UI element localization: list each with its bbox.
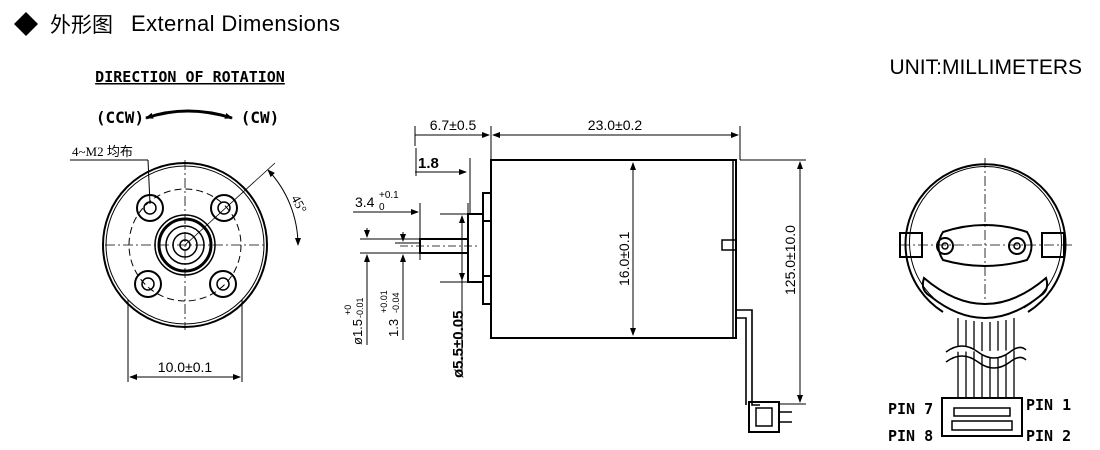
rotation-title: DIRECTION OF ROTATION <box>95 68 285 86</box>
flat-dim-base: 1.3 <box>386 319 401 337</box>
body-dia-dim-label: 16.0±0.1 <box>616 231 632 286</box>
cw-label: (CW) <box>241 108 280 127</box>
diamond-bullet-icon <box>14 12 38 36</box>
side-view: 6.7±0.5 23.0±0.2 1.8 3.4 +0.1 0 16.0±0.1… <box>343 117 806 433</box>
motor-body <box>490 159 737 339</box>
ccw-label: (CCW) <box>96 108 144 127</box>
flange-dim-label: 6.7±0.5 <box>430 117 477 133</box>
holes-note-leader <box>147 159 151 205</box>
rear-connector-slot <box>951 420 1013 431</box>
rear-bracket-right <box>1041 232 1065 258</box>
boss-dia-dim-label: ø5.5±0.05 <box>450 311 467 378</box>
ribbon-cable <box>957 318 1015 398</box>
rear-inner-circle <box>909 166 1062 309</box>
heading-title-en: External Dimensions <box>131 11 341 36</box>
flat-dim-sup: +0.01 <box>379 290 389 313</box>
lead-wire <box>736 309 760 406</box>
flange-tab-top <box>482 192 492 222</box>
pin1-label: PIN 1 <box>1026 396 1071 414</box>
brush-holder <box>937 224 1033 267</box>
shaft-dim-base: 3.4 <box>355 194 375 210</box>
angle-ref-line <box>184 162 276 246</box>
side-connector <box>748 401 780 433</box>
shaft-dia-sub: -0.01 <box>355 297 365 318</box>
heading-title-cn: 外形图 <box>50 13 113 37</box>
terminal-hole-left <box>936 237 954 255</box>
flange-tab-bottom <box>482 275 492 305</box>
cable-break-top <box>945 345 1027 359</box>
angle-label: 45° <box>288 192 310 215</box>
angle-arc <box>267 169 301 246</box>
rotation-arrow <box>145 109 233 120</box>
terminal-hole-right <box>1008 237 1026 255</box>
shaft-dim-sup: +0.1 <box>379 190 399 201</box>
body-length-dim-label: 23.0±0.2 <box>588 117 643 133</box>
side-connector-slot <box>755 407 773 427</box>
lead-wire-inner <box>736 317 747 405</box>
rear-connector <box>941 397 1023 437</box>
center-boss <box>154 214 216 276</box>
cable-break-bottom <box>945 355 1027 369</box>
shaft-dia-sup: +0 <box>343 305 353 315</box>
ribbon-cable-bend <box>921 276 1049 319</box>
shaft-dim-sub: 0 <box>379 202 385 213</box>
drawing-heading: 外形图 External Dimensions <box>8 6 340 42</box>
rear-connector-latch <box>953 407 1011 417</box>
pin2-label: PIN 2 <box>1026 427 1071 445</box>
holes-note: 4~M2 均布 <box>72 144 133 159</box>
shaft-dia-base: ø1.5 <box>350 319 365 345</box>
pin7-label: PIN 7 <box>888 400 933 418</box>
body-notch <box>721 239 736 251</box>
terminal-hole-left-inner <box>941 242 949 250</box>
flat-dim-sub: -0.04 <box>391 292 401 313</box>
step-dim-label: 1.8 <box>418 155 439 172</box>
mount-hole-top-right <box>210 194 238 222</box>
rear-bracket-left <box>899 232 923 258</box>
lead-length-dim-label: 125.0±10.0 <box>782 225 798 295</box>
front-view: DIRECTION OF ROTATION (CCW) (CW) 4~M2 均布 <box>70 68 310 382</box>
rear-view: PIN 7 PIN 8 PIN 1 PIN 2 <box>888 158 1075 445</box>
mount-hole-top-left <box>136 194 164 222</box>
mount-hole-bottom-left <box>134 270 162 298</box>
terminal-hole-right-inner <box>1013 242 1021 250</box>
shaft-boss <box>467 213 484 283</box>
pin8-label: PIN 8 <box>888 427 933 445</box>
unit-label: UNIT:MILLIMETERS <box>889 56 1082 79</box>
mount-hole-bottom-right <box>209 270 237 298</box>
diameter-dim-label: 10.0±0.1 <box>158 359 213 375</box>
rear-outer-circle <box>904 163 1067 313</box>
